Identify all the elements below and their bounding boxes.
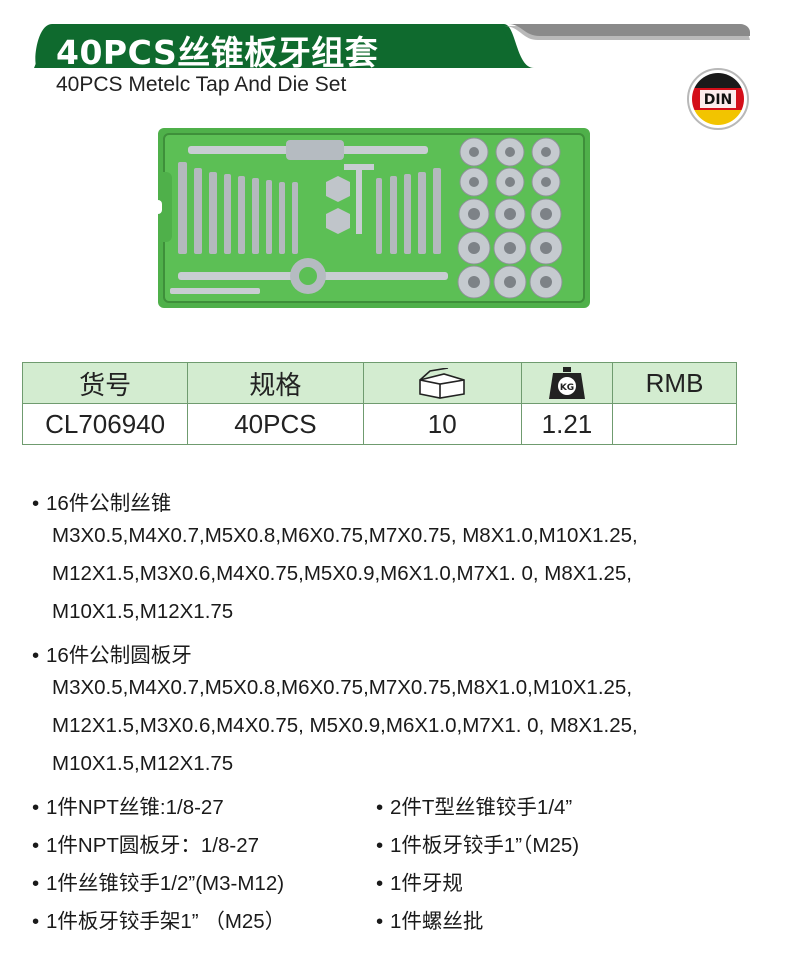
spec-line: M12X1.5,M3X0.6,M4X0.75, M5X0.9,M6X1.0,M7… (52, 714, 638, 737)
bullet: • (376, 872, 384, 895)
din-badge: DIN (687, 68, 749, 130)
bullet: • (32, 796, 40, 819)
list-item: • 1件板牙铰手1”（M25) (376, 828, 579, 858)
value-box-quantity: 10 (362, 403, 522, 445)
item-label: 1件板牙铰手架1” （M25） (46, 910, 286, 933)
spec-table-value-row: CL706940 40PCS 10 1.21 (21, 403, 737, 445)
item-label: 1件丝锥铰手1/2”(M3-M12) (46, 872, 285, 895)
spec-table: 货号 规格 KG RMB CL706940 40PCS 10 1.21 (21, 362, 737, 445)
bullet: • (32, 644, 40, 667)
list-item: • 1件NPT圆板牙：1/8-27 (32, 828, 259, 858)
spec-line: M12X1.5,M3X0.6,M4X0.75,M5X0.9,M6X1.0,M7X… (52, 562, 633, 585)
header-weight: KG (520, 362, 614, 404)
scale-icon-label: KG (560, 383, 574, 393)
spec-line: M3X0.5,M4X0.7,M5X0.8,M6X0.75,M7X0.75,M8X… (52, 676, 633, 699)
header-specification: 规格 (187, 362, 364, 404)
item-label: 1件NPT丝锥:1/8-27 (46, 796, 224, 819)
value-item-number: CL706940 (21, 403, 189, 445)
list-item: • 1件NPT丝锥:1/8-27 (32, 790, 224, 820)
bullet: • (376, 910, 384, 933)
list-item: • 16件公制圆板牙 (32, 638, 192, 668)
din-badge-label: DIN (704, 92, 733, 108)
spec-line: M10X1.5,M12X1.75 (52, 600, 234, 623)
bullet: • (32, 834, 40, 857)
header-banner: 40PCS丝锥板牙组套 (34, 22, 750, 72)
group-title-dies: 16件公制圆板牙 (46, 644, 192, 667)
header-box-quantity (362, 362, 522, 404)
page-title: 40PCS丝锥板牙组套 (56, 33, 379, 72)
item-label: 1件板牙铰手1”（M25) (390, 834, 580, 857)
item-label: 1件螺丝批 (390, 910, 484, 933)
bullet: • (32, 910, 40, 933)
list-item: • 1件丝锥铰手1/2”(M3-M12) (32, 866, 284, 896)
spec-line: M10X1.5,M12X1.75 (52, 752, 234, 775)
item-label: 1件牙规 (390, 872, 463, 895)
value-weight: 1.21 (520, 403, 614, 445)
bullet: • (376, 796, 384, 819)
list-item: • 2件T型丝锥铰手1/4” (376, 790, 572, 820)
list-item: • 16件公制丝锥 (32, 486, 171, 516)
value-specification: 40PCS (187, 403, 364, 445)
scale-icon: KG (548, 367, 585, 399)
item-label: 2件T型丝锥铰手1/4” (390, 796, 573, 819)
box-icon (419, 366, 466, 399)
bullet: • (32, 872, 40, 895)
bullet: • (32, 492, 40, 515)
product-image (146, 128, 590, 308)
header-price: RMB (612, 362, 737, 404)
tool-case-illustration (146, 128, 590, 308)
bullet: • (376, 834, 384, 857)
item-label: 1件NPT圆板牙：1/8-27 (46, 834, 260, 857)
group-title-taps: 16件公制丝锥 (46, 492, 172, 515)
header-banner-shape (34, 24, 750, 68)
din-badge-icon: DIN (687, 68, 749, 130)
list-item: • 1件牙规 (376, 866, 463, 896)
header-item-number: 货号 (21, 362, 189, 404)
list-item: • 1件板牙铰手架1” （M25） (32, 904, 285, 934)
spec-line: M3X0.5,M4X0.7,M5X0.8,M6X0.75,M7X0.75, M8… (52, 524, 638, 547)
value-price (612, 403, 737, 445)
page-subtitle: 40PCS Metelc Tap And Die Set (56, 73, 347, 96)
list-item: • 1件螺丝批 (376, 904, 483, 934)
spec-table-header-row: 货号 规格 KG RMB (21, 362, 737, 404)
